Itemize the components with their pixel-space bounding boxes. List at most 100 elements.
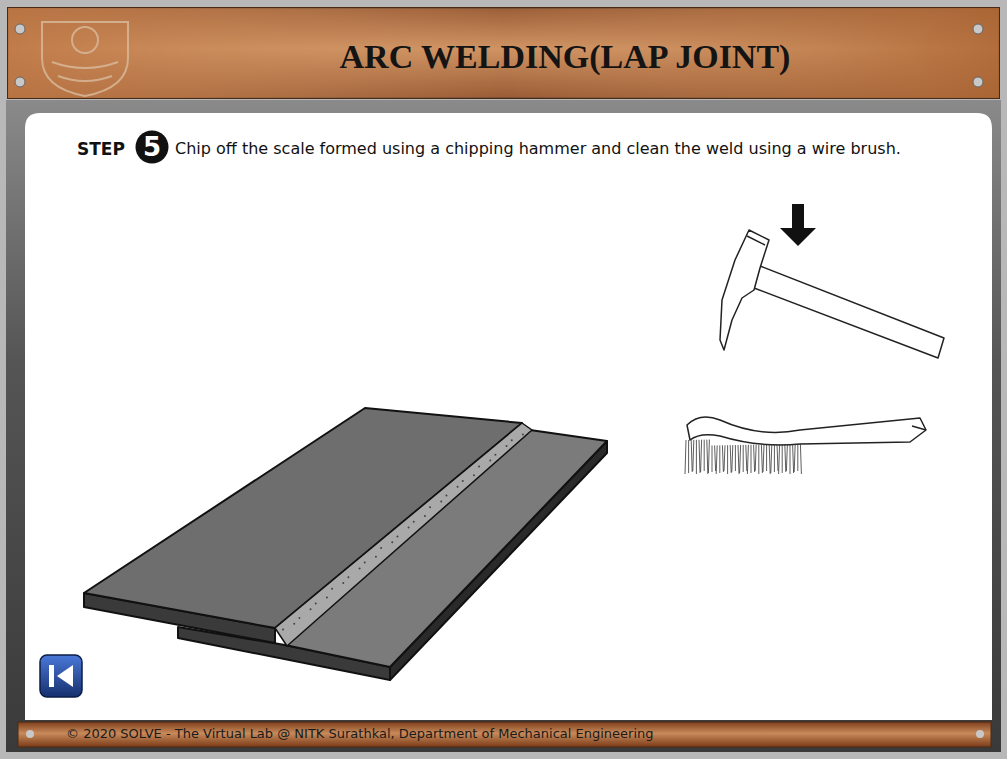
bristle — [794, 444, 795, 472]
bristle — [712, 446, 713, 473]
step-number: 5 — [135, 134, 169, 160]
bristle — [691, 440, 692, 472]
bristle — [751, 445, 752, 473]
rivet — [976, 730, 984, 738]
bristle — [696, 440, 697, 474]
spatter-dot — [489, 460, 491, 462]
spatter-dot — [494, 454, 496, 456]
spatter-dot — [408, 527, 410, 529]
spatter-dot — [298, 617, 300, 619]
bristle — [758, 445, 759, 474]
bristle — [790, 444, 791, 474]
spatter-dot — [396, 535, 398, 537]
bristle — [782, 444, 783, 473]
bristle — [708, 440, 709, 473]
side-band — [6, 100, 1001, 752]
spatter-dot — [424, 515, 426, 517]
spatter-dot — [364, 562, 366, 564]
spatter-dot — [457, 486, 459, 488]
header-shine — [8, 8, 999, 98]
bristle — [774, 444, 775, 472]
spatter-dot — [511, 439, 513, 441]
bristle — [707, 440, 708, 474]
chipping-hammer — [720, 230, 944, 358]
spatter-dot — [478, 465, 480, 467]
bristle — [793, 444, 794, 473]
step-label: STEP — [77, 139, 125, 159]
bristle — [800, 444, 801, 474]
bristle — [693, 440, 694, 471]
wire-brush — [685, 417, 926, 474]
spatter-dot — [282, 629, 284, 631]
bristle — [716, 445, 717, 474]
step-number-circle: 5 — [135, 130, 169, 164]
spatter-dot — [440, 500, 442, 502]
bristle — [738, 445, 739, 474]
bristle — [732, 445, 733, 472]
bristle — [685, 440, 686, 474]
bristle — [730, 445, 731, 473]
bristle — [699, 440, 700, 473]
bristle — [771, 444, 772, 473]
bristle — [722, 445, 723, 472]
rivets — [15, 24, 983, 87]
down-arrow — [780, 204, 816, 246]
bristle — [769, 444, 770, 474]
spatter-dot — [506, 445, 508, 447]
page-title: ARC WELDING(LAP JOINT) — [340, 38, 791, 76]
spatter-dot — [326, 597, 328, 599]
spatter-dot — [380, 547, 382, 549]
bristle — [779, 444, 780, 474]
bristle — [740, 445, 741, 473]
spatter-dot — [429, 506, 431, 508]
rivet — [26, 730, 34, 738]
bristle — [761, 445, 762, 473]
spatter-dot — [473, 474, 475, 476]
header-bar — [8, 8, 999, 98]
spatter-dot — [342, 582, 344, 584]
spatter-dot — [462, 480, 464, 482]
bristle — [743, 445, 744, 472]
bristle — [797, 444, 798, 471]
bristle — [763, 445, 764, 473]
bristle — [747, 445, 748, 474]
lap-joint-plates — [84, 408, 607, 680]
bristle — [727, 445, 728, 474]
copyright-note: © 2020 SOLVE - The Virtual Lab @ NITK Su… — [66, 726, 654, 741]
circle-fill — [136, 131, 169, 164]
content-panel — [25, 113, 992, 720]
bristle — [715, 445, 716, 471]
bristle — [766, 444, 767, 471]
back-button — [40, 655, 82, 697]
spatter-dot — [445, 495, 447, 497]
bristle — [719, 445, 720, 473]
spatter-dot — [413, 521, 415, 523]
spatter-dot — [315, 602, 317, 604]
spatter-dot — [293, 623, 295, 625]
spatter-dot — [331, 588, 333, 590]
bristle — [754, 445, 755, 472]
bristle — [785, 444, 786, 472]
spatter-dot — [522, 433, 524, 435]
logo — [42, 22, 128, 96]
spatter-dot — [391, 541, 393, 543]
spatter-dot — [347, 576, 349, 578]
weld-spatter — [282, 433, 524, 630]
bristle — [704, 440, 705, 471]
spatter-dot — [375, 556, 377, 558]
bristle — [777, 444, 778, 471]
spatter-dot — [359, 567, 361, 569]
bristle — [688, 440, 689, 473]
node-text-holder: 5 — [135, 134, 169, 160]
footer-bar — [18, 722, 991, 747]
step-instruction: Chip off the scale formed using a chippi… — [175, 139, 901, 158]
bristle — [701, 440, 702, 472]
bristle — [786, 444, 787, 471]
bristle — [735, 445, 736, 471]
bristle — [746, 445, 747, 471]
bristle — [755, 445, 756, 471]
bristle — [724, 445, 725, 471]
